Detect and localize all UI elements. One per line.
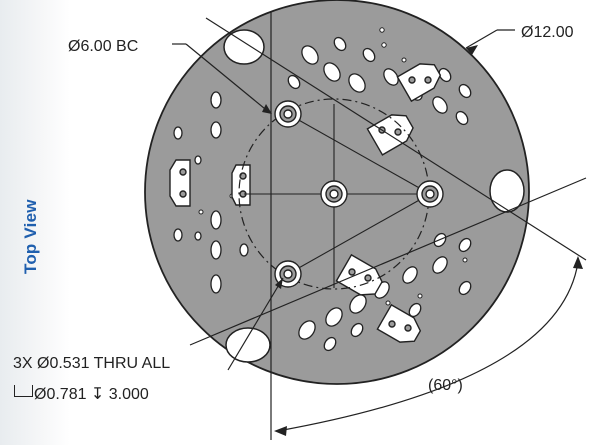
hole-spec-line1: 3X Ø0.531 THRU ALL: [13, 355, 171, 372]
edge-pocket: [225, 327, 271, 363]
counterbore-holes: [274, 100, 444, 288]
bolt-circle-callout: Ø6.00 BC: [68, 38, 139, 55]
dimension-lines: [172, 12, 587, 440]
arrowheads: [262, 45, 583, 436]
edge-pocket: [223, 29, 265, 65]
view-title: Top View: [21, 199, 40, 274]
hole-spec-line2: Ø0.781 ↧ 3.000: [34, 386, 149, 403]
counterbore-icon: [14, 385, 33, 397]
background-fade: [0, 0, 70, 445]
edge-pocket: [489, 169, 525, 213]
angle-callout: (60°): [428, 377, 463, 394]
diameter-callout: Ø12.00: [521, 24, 574, 41]
